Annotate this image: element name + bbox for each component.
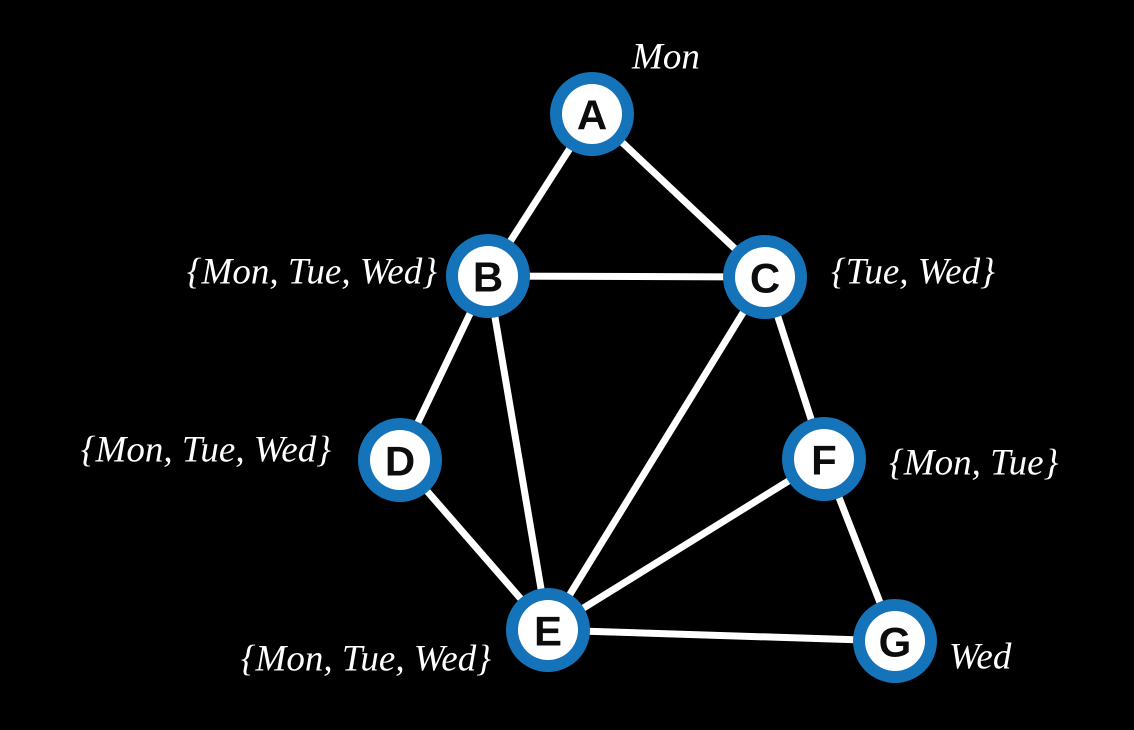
node-A-fill [562, 84, 622, 144]
node-B: B [446, 234, 530, 318]
edge-B-C [484, 272, 769, 281]
node-C-letter: C [750, 255, 780, 302]
node-G-letter: G [879, 619, 912, 666]
node-D: D [358, 418, 442, 502]
node-C-fill [735, 247, 795, 307]
node-D-letter: D [385, 438, 415, 485]
node-B-fill [458, 246, 518, 306]
labels-layer: Mon {Mon, Tue, Wed} {Tue, Wed} {Mon, Tue, W… [81, 37, 1059, 680]
node-D-label: {Mon, Tue, Wed} [81, 430, 331, 471]
node-C: C [723, 235, 807, 319]
edge-E-G [544, 626, 899, 645]
node-E-label: {Mon, Tue, Wed} [241, 639, 491, 680]
edge-C-E [544, 273, 769, 634]
node-G: G [853, 599, 937, 683]
node-F-letter: F [811, 437, 837, 484]
edge-B-E [484, 272, 552, 634]
node-B-label: {Mon, Tue, Wed} [187, 252, 437, 293]
node-A-label: Mon [631, 37, 700, 78]
node-E-fill [518, 600, 578, 660]
node-A: A [550, 72, 634, 156]
node-G-fill [865, 611, 925, 671]
node-D-fill [370, 430, 430, 490]
node-F-label: {Mon, Tue} [889, 443, 1059, 484]
node-E: E [506, 588, 590, 672]
node-F-fill [794, 429, 854, 489]
node-A-letter: A [577, 92, 607, 139]
node-C-label: {Tue, Wed} [831, 252, 995, 293]
node-F: F [782, 417, 866, 501]
node-B-letter: B [473, 254, 503, 301]
nodes-layer: A B C D E F G [358, 72, 937, 683]
edge-E-F [544, 455, 828, 634]
edges-layer [396, 110, 899, 645]
node-E-letter: E [534, 608, 562, 655]
node-G-label: Wed [949, 637, 1012, 678]
